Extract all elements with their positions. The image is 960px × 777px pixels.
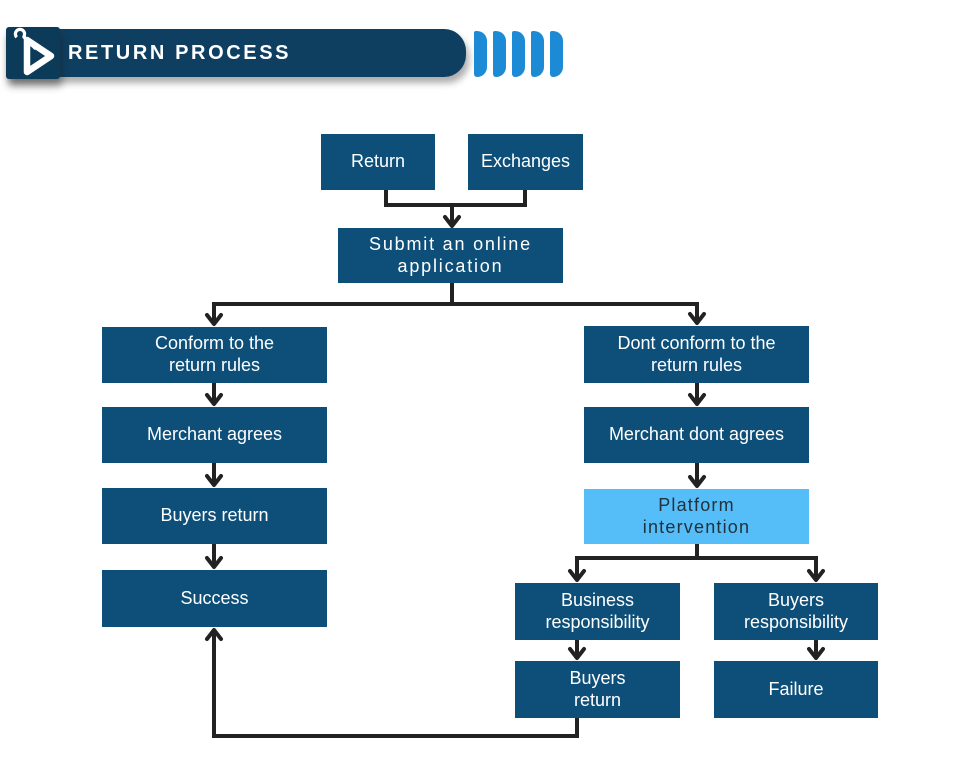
chevron-shape-icon xyxy=(531,31,544,77)
node-conform-rules: Conform to the return rules xyxy=(102,327,327,383)
chevron-shape-icon xyxy=(493,31,506,77)
connector-feedback-to-success xyxy=(205,628,579,738)
node-failure: Failure xyxy=(714,661,878,718)
node-success: Success xyxy=(102,570,327,627)
node-return: Return xyxy=(321,134,435,190)
chevron-decoration xyxy=(474,31,563,77)
node-buyers-responsibility: Buyers responsibility xyxy=(714,583,878,640)
node-exchanges: Exchanges xyxy=(468,134,583,190)
node-buyers-return: Buyers return xyxy=(102,488,327,544)
node-dont-conform-rules: Dont conform to the return rules xyxy=(584,326,809,383)
node-buyers-return-2: Buyers return xyxy=(515,661,680,718)
connector-top-join xyxy=(384,190,527,207)
header-banner: RETURN PROCESS xyxy=(0,0,960,110)
title-bar: RETURN PROCESS xyxy=(6,27,466,79)
node-submit-application: Submit an online application xyxy=(338,228,563,283)
logo-chip xyxy=(6,27,60,79)
chevron-shape-icon xyxy=(550,31,563,77)
node-merchant-dont-agrees: Merchant dont agrees xyxy=(584,407,809,463)
wrench-play-logo-icon xyxy=(13,27,55,76)
node-platform-intervention: Platform intervention xyxy=(584,489,809,544)
node-merchant-agrees: Merchant agrees xyxy=(102,407,327,463)
node-business-responsibility: Business responsibility xyxy=(515,583,680,640)
chevron-shape-icon xyxy=(474,31,487,77)
chevron-shape-icon xyxy=(512,31,525,77)
page-title: RETURN PROCESS xyxy=(68,42,292,64)
